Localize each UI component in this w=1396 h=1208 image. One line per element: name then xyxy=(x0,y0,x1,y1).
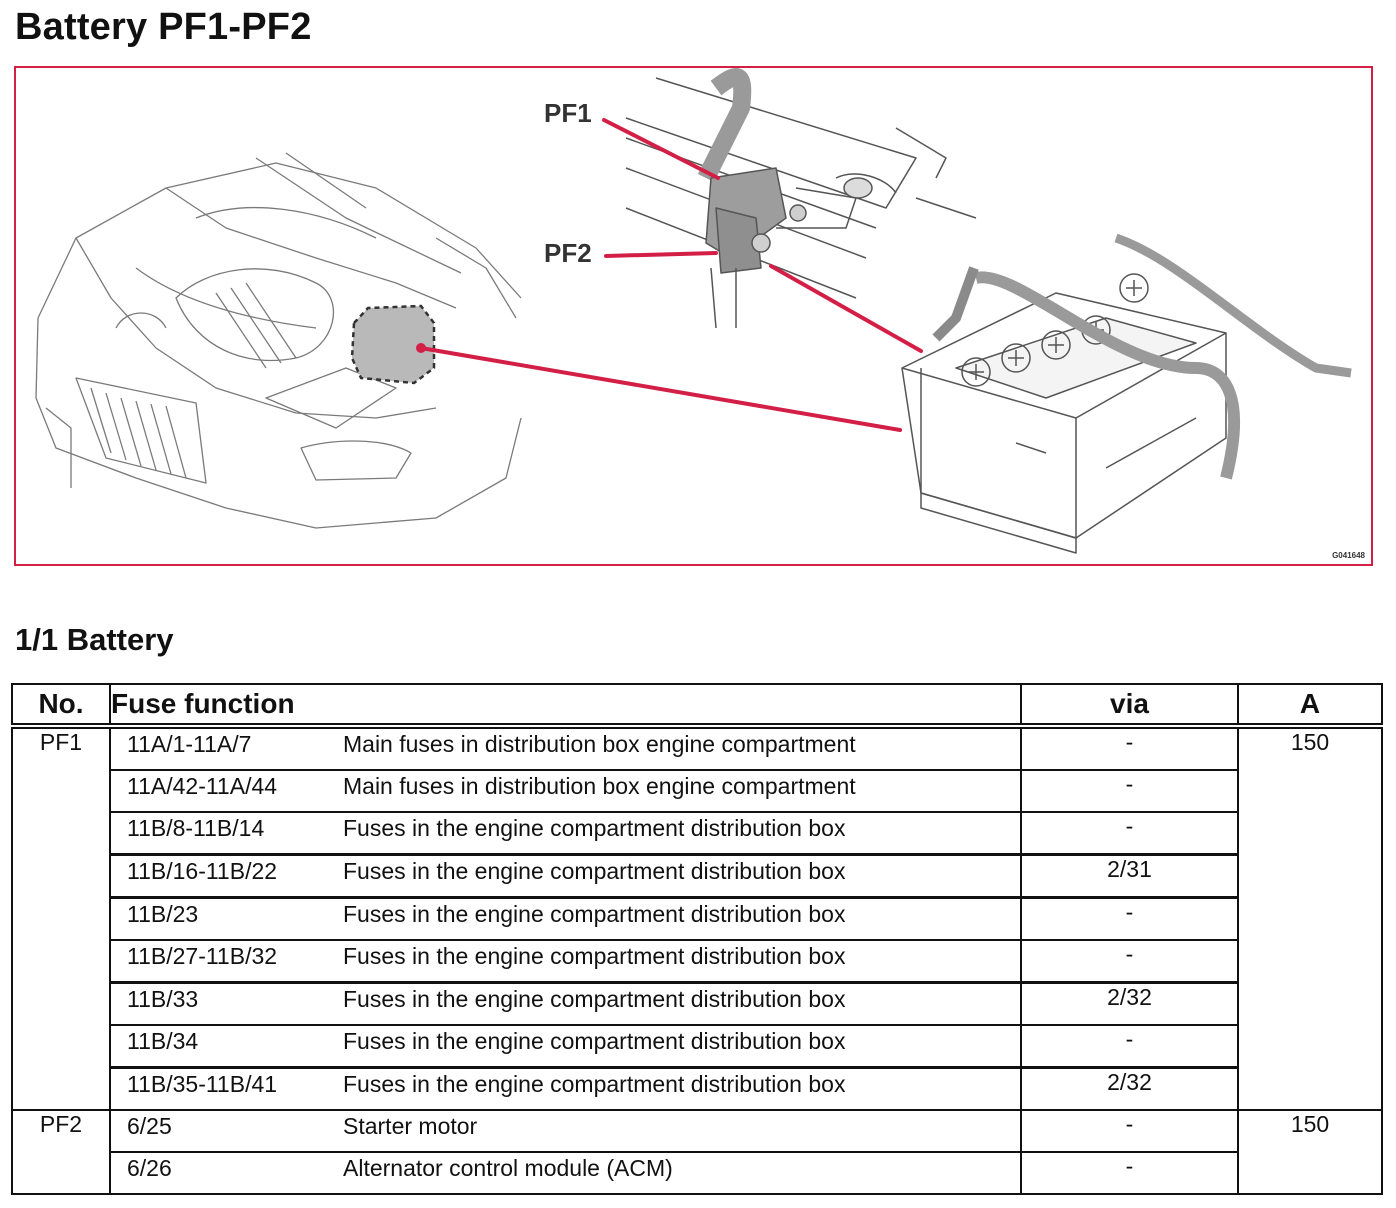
fuse-function-cell: 11B/16-11B/22 Fuses in the engine compart… xyxy=(109,853,1022,899)
header-fuse-function: Fuse function xyxy=(109,683,1022,727)
header-no: No. xyxy=(11,683,111,727)
fuse-description: Main fuses in distribution box engine co… xyxy=(343,731,856,757)
fuse-code: 11A/42-11A/44 xyxy=(127,773,278,799)
fuse-function-cell: 6/25 Starter motor xyxy=(109,1109,1022,1153)
fuse-code: 6/26 xyxy=(127,1155,172,1181)
table-row: 11B/34 Fuses in the engine compartment di… xyxy=(12,1024,1382,1069)
fuse-function-cell: 11A/42-11A/44 Main fuses in distribution … xyxy=(109,769,1022,813)
via-cell: - xyxy=(1020,1151,1239,1195)
fuse-code: 11B/23 xyxy=(127,901,199,927)
via-cell: - xyxy=(1020,769,1239,813)
fuse-description: Fuses in the engine compartment distribu… xyxy=(343,1028,846,1054)
fuse-function-cell: 11B/35-11B/41 Fuses in the engine compart… xyxy=(109,1066,1022,1111)
fuse-function-cell: 11B/27-11B/32 Fuses in the engine compart… xyxy=(109,939,1022,984)
battery-location-highlight xyxy=(350,304,436,385)
battery-location-figure: PF1 PF2 G041648 xyxy=(14,66,1373,566)
fuse-code: 11B/33 xyxy=(127,986,199,1012)
fuse-description: Fuses in the engine compartment distribu… xyxy=(343,1071,846,1097)
header-via: via xyxy=(1020,683,1239,727)
table-row: 11A/42-11A/44 Main fuses in distribution … xyxy=(12,769,1382,813)
via-cell: 2/32 xyxy=(1020,1066,1239,1111)
fuse-code: 11B/34 xyxy=(127,1028,199,1054)
table-row: 11B/35-11B/41 Fuses in the engine compart… xyxy=(12,1066,1382,1111)
fuse-description: Alternator control module (ACM) xyxy=(343,1155,673,1181)
via-cell: - xyxy=(1020,811,1239,856)
fuse-function-cell: 11B/33 Fuses in the engine compartment di… xyxy=(109,981,1022,1026)
page-title: Battery PF1-PF2 xyxy=(15,6,312,48)
table-header-row: No. Fuse function via A xyxy=(11,683,1383,727)
table-row: 11B/33 Fuses in the engine compartment di… xyxy=(12,981,1382,1026)
via-cell: 2/31 xyxy=(1020,853,1239,899)
fuse-description: Fuses in the engine compartment distribu… xyxy=(343,943,846,969)
fuse-function-cell: 11A/1-11A/7 Main fuses in distribution bo… xyxy=(109,725,1022,771)
fuse-code: 11A/1-11A/7 xyxy=(127,731,252,757)
via-cell: - xyxy=(1020,896,1239,941)
table-row: 11B/8-11B/14 Fuses in the engine compartm… xyxy=(12,811,1382,856)
fuse-description: Fuses in the engine compartment distribu… xyxy=(343,858,846,884)
fuse-function-cell: 11B/34 Fuses in the engine compartment di… xyxy=(109,1024,1022,1069)
callout-pf1: PF1 xyxy=(544,98,592,128)
car-front-drawing xyxy=(35,152,522,529)
fuse-code: 11B/16-11B/22 xyxy=(127,858,278,884)
fuse-description: Starter motor xyxy=(343,1113,478,1139)
table-row: 6/26 Alternator control module (ACM) - xyxy=(12,1151,1382,1195)
via-cell: - xyxy=(1020,1109,1239,1153)
fuse-function-cell: 11B/8-11B/14 Fuses in the engine compartm… xyxy=(109,811,1022,856)
table-row: 11B/16-11B/22 Fuses in the engine compart… xyxy=(12,853,1382,899)
fuse-code: 11B/8-11B/14 xyxy=(127,815,265,841)
fuse-description: Fuses in the engine compartment distribu… xyxy=(343,901,846,927)
amperage-cell: 150 xyxy=(1237,725,1383,1111)
fuse-no-cell: PF2 xyxy=(11,1109,111,1195)
fuse-code: 11B/35-11B/41 xyxy=(127,1071,278,1097)
table-row: PF2 6/25 Starter motor - 150 xyxy=(11,1109,1383,1195)
figure-code: G041648 xyxy=(1332,551,1365,560)
via-cell: 2/32 xyxy=(1020,981,1239,1026)
via-cell: - xyxy=(1020,1024,1239,1069)
fuse-holder-drawing xyxy=(625,68,977,329)
callout-pf2: PF2 xyxy=(544,238,592,268)
fuse-code: 11B/27-11B/32 xyxy=(127,943,278,969)
fuse-code: 6/25 xyxy=(127,1113,172,1139)
engine-battery-illustration xyxy=(35,68,1352,554)
amperage-cell: 150 xyxy=(1237,1109,1383,1195)
callout-leader-lines xyxy=(419,118,923,432)
fuse-no-cell: PF1 xyxy=(11,725,111,1111)
battery-drawing xyxy=(901,233,1352,554)
via-cell: - xyxy=(1020,725,1239,771)
table-row: 11B/23 Fuses in the engine compartment di… xyxy=(12,896,1382,941)
fuse-description: Fuses in the engine compartment distribu… xyxy=(343,815,846,841)
fuse-description: Fuses in the engine compartment distribu… xyxy=(343,986,846,1012)
fuse-function-cell: 11B/23 Fuses in the engine compartment di… xyxy=(109,896,1022,941)
via-cell: - xyxy=(1020,939,1239,984)
fuse-description: Main fuses in distribution box engine co… xyxy=(343,773,856,799)
table-row: 11B/27-11B/32 Fuses in the engine compart… xyxy=(12,939,1382,984)
section-title: 1/1 Battery xyxy=(15,622,174,657)
header-amperage: A xyxy=(1237,683,1383,727)
fuse-function-cell: 6/26 Alternator control module (ACM) xyxy=(109,1151,1022,1195)
leader-endpoint-dot xyxy=(416,343,426,353)
